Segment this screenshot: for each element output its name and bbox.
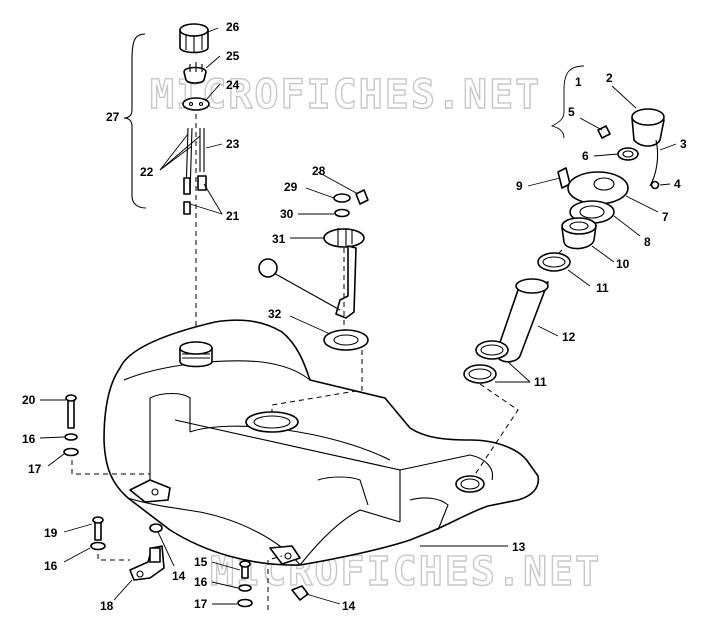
callout-16-top: 16 bbox=[22, 432, 36, 446]
callout-7: 7 bbox=[662, 210, 669, 224]
callout-19: 19 bbox=[44, 526, 58, 540]
callout-18: 18 bbox=[100, 599, 114, 613]
assembly-lines bbox=[71, 114, 563, 610]
vent-assembly bbox=[123, 23, 210, 215]
callout-32: 32 bbox=[268, 307, 282, 321]
callout-26: 26 bbox=[226, 20, 240, 34]
callout-25: 25 bbox=[226, 49, 240, 63]
callout-5: 5 bbox=[568, 105, 575, 119]
fuel-sender-assembly bbox=[258, 189, 369, 351]
callout-30: 30 bbox=[280, 207, 294, 221]
callout-11-lower: 11 bbox=[534, 375, 547, 389]
callout-6: 6 bbox=[582, 149, 589, 163]
callout-15: 15 bbox=[194, 555, 208, 569]
callout-4: 4 bbox=[674, 177, 681, 191]
callout-3: 3 bbox=[680, 137, 687, 151]
callout-10: 10 bbox=[616, 257, 630, 271]
callout-16-bottom: 16 bbox=[194, 575, 208, 589]
callout-12: 12 bbox=[562, 330, 576, 344]
callout-21: 21 bbox=[226, 209, 240, 223]
callout-29: 29 bbox=[284, 180, 298, 194]
callout-13: 13 bbox=[512, 540, 526, 554]
callout-31: 31 bbox=[272, 232, 286, 246]
fuel-tank bbox=[103, 319, 540, 566]
callout-14-right: 14 bbox=[342, 599, 356, 613]
callout-23: 23 bbox=[226, 137, 240, 151]
mounting-hardware bbox=[63, 394, 309, 608]
callout-24: 24 bbox=[226, 78, 240, 92]
callout-20: 20 bbox=[22, 393, 36, 407]
callout-16-mid: 16 bbox=[44, 559, 58, 573]
callout-8: 8 bbox=[644, 235, 651, 249]
leader-lines bbox=[39, 27, 677, 605]
filler-assembly bbox=[463, 108, 665, 384]
callout-17-top: 17 bbox=[28, 462, 42, 476]
callout-2: 2 bbox=[606, 71, 613, 85]
callout-17-bottom: 17 bbox=[194, 597, 208, 611]
callout-1: 1 bbox=[575, 75, 582, 89]
callout-11-upper: 11 bbox=[596, 281, 609, 295]
callout-22: 22 bbox=[140, 165, 154, 179]
callout-labels: 1 2 3 4 5 6 7 8 9 10 11 11 12 13 14 14 1… bbox=[22, 20, 687, 613]
watermark-top: MICROFICHES.NET bbox=[150, 72, 541, 118]
callout-28: 28 bbox=[312, 164, 326, 178]
callout-14-left: 14 bbox=[172, 569, 186, 583]
callout-9: 9 bbox=[516, 179, 523, 193]
callout-27: 27 bbox=[106, 110, 120, 124]
